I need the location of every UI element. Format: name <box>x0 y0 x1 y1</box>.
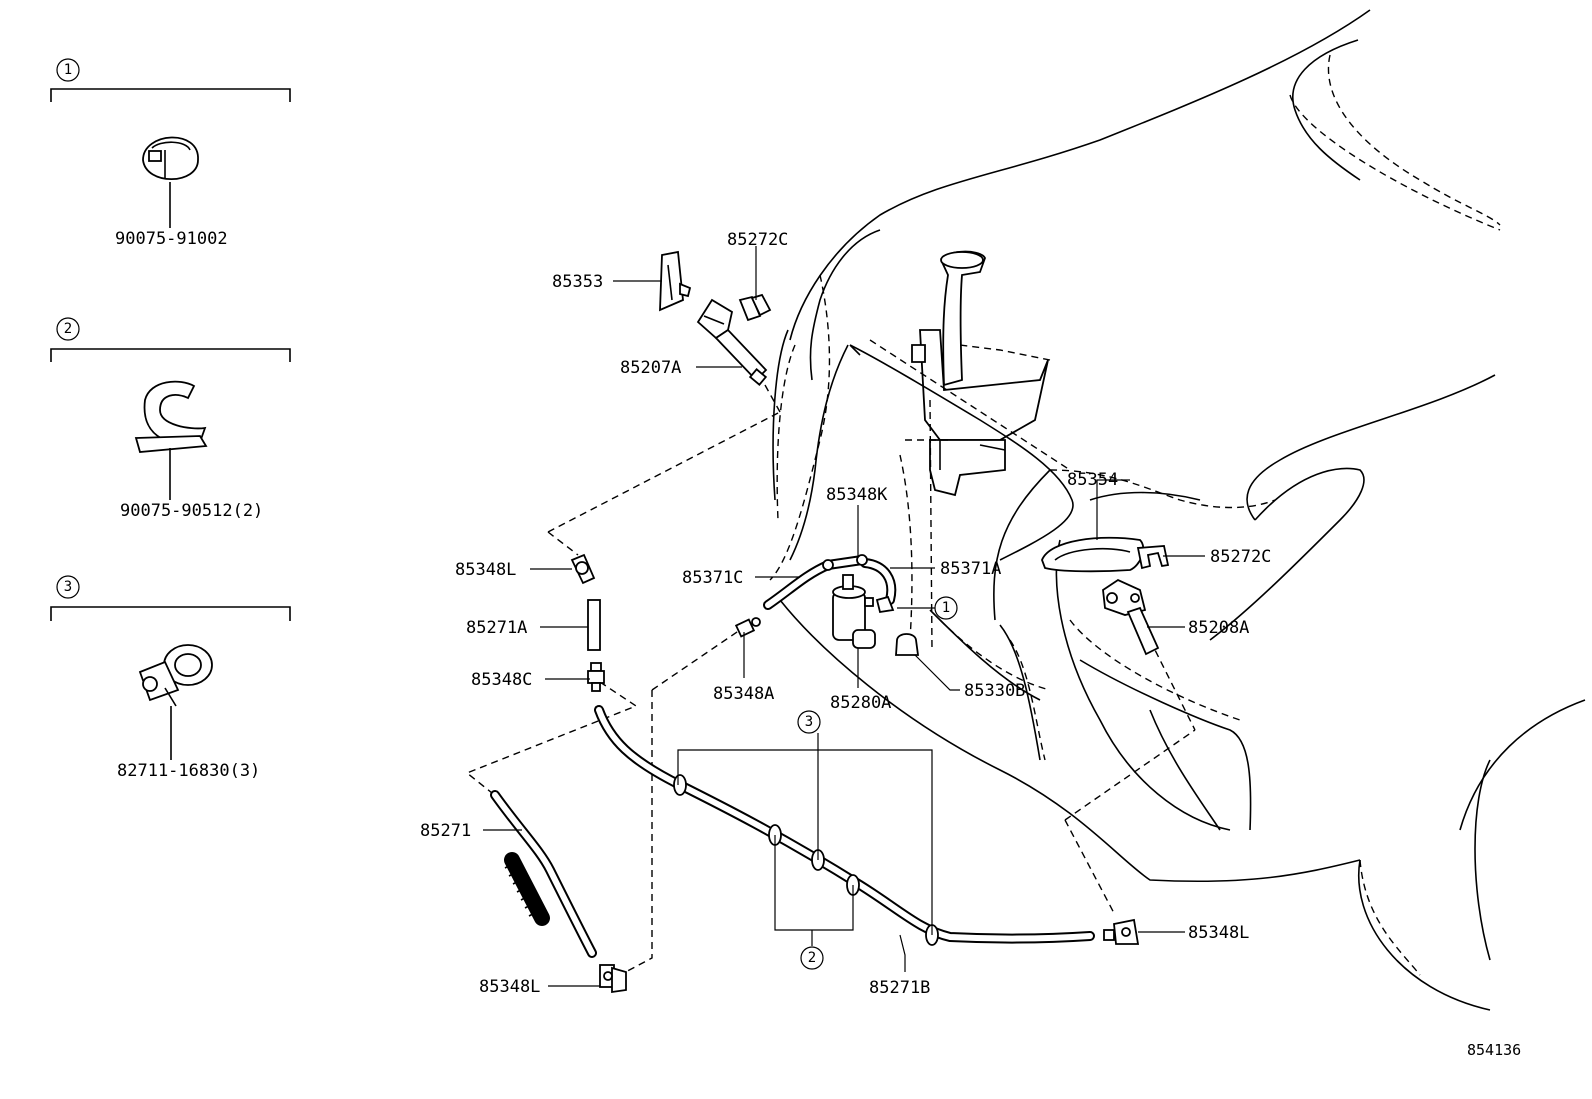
headlamp-cleaner-cover-85354 <box>1041 536 1145 573</box>
legend-group-2: 2 90075-90512(2) <box>50 317 291 521</box>
washer-pump-85280A <box>832 574 876 649</box>
label-85330B: 85330B <box>964 681 1025 701</box>
label-85354: 85354 <box>1067 470 1118 490</box>
clip-85272C-top <box>738 293 772 322</box>
routing-dashed-lines <box>465 384 1196 976</box>
pump-hose-85371C <box>763 560 833 610</box>
washer-nozzle-85208A <box>1102 578 1160 656</box>
legend-group-3-index: 3 <box>64 579 72 595</box>
connector-85348A <box>734 617 761 638</box>
connector-85348L-bottom <box>599 964 627 994</box>
headlamp-cleaner-cover-85353 <box>659 250 692 312</box>
washer-tank-icon <box>905 250 1051 497</box>
callout-ref-3-text: 3 <box>805 714 813 730</box>
callout-ref-1-text: 1 <box>942 600 950 616</box>
diagram-code: 854136 <box>1467 1041 1521 1059</box>
label-85348C: 85348C <box>471 670 532 690</box>
callout-ref-1: 1 <box>934 596 958 620</box>
legend-group-1-index: 1 <box>64 62 72 78</box>
vehicle-body-outline <box>769 9 1586 1011</box>
hose-85271B <box>594 705 1095 946</box>
corrugated-protector-icon <box>504 852 550 926</box>
label-85271A: 85271A <box>466 618 527 638</box>
grommet-85330B <box>895 633 920 656</box>
hose-85271A <box>587 599 601 651</box>
hose-clamp-a <box>673 774 687 796</box>
connector-85348C <box>587 662 605 692</box>
connector-85348L-right <box>1103 918 1140 945</box>
hose-85271 <box>490 790 597 958</box>
callout-ref-2: 2 <box>800 946 824 970</box>
label-85271B: 85271B <box>869 978 930 998</box>
label-85272C-right: 85272C <box>1210 547 1271 567</box>
pump-hose-85371A <box>860 558 897 605</box>
wrap-clip-icon <box>134 380 208 453</box>
legend-group-3-part: 82711-16830(3) <box>117 761 260 781</box>
label-85371A: 85371A <box>940 559 1001 579</box>
legend-group-1-part: 90075-91002 <box>115 229 228 249</box>
clamp-ring-icon <box>142 136 199 180</box>
hose-clamp-icon <box>138 644 213 707</box>
part-labels: 85272C 85353 85207A 85348L 85271A 85348C… <box>420 230 1271 998</box>
callout-ref-2-text: 2 <box>808 950 816 966</box>
label-85371C: 85371C <box>682 568 743 588</box>
legend-group-2-index: 2 <box>64 321 72 337</box>
leader-lines <box>483 246 1205 987</box>
label-85348K: 85348K <box>826 485 888 505</box>
washer-nozzle-85207A <box>696 298 768 386</box>
label-85348L-right: 85348L <box>1188 923 1249 943</box>
label-85348A: 85348A <box>713 684 774 704</box>
legend-group-1: 1 90075-91002 <box>50 58 291 249</box>
joint-85348K <box>822 554 868 571</box>
label-85280A: 85280A <box>830 693 891 713</box>
callout-ref-3: 3 <box>797 710 821 734</box>
label-85348L-left: 85348L <box>455 560 516 580</box>
label-85208A: 85208A <box>1188 618 1249 638</box>
clip-85272C-right <box>1136 545 1170 570</box>
label-85272C-top: 85272C <box>727 230 788 250</box>
label-85207A: 85207A <box>620 358 681 378</box>
connector-85348L-left <box>570 553 596 585</box>
grommet-small <box>875 595 895 614</box>
body-frame-lines <box>789 339 1074 651</box>
label-85348L-bottom: 85348L <box>479 977 540 997</box>
legend-group-3: 3 82711-16830(3) <box>50 575 291 781</box>
legend-group-2-part: 90075-90512(2) <box>120 501 263 521</box>
label-85271: 85271 <box>420 821 471 841</box>
label-85353: 85353 <box>552 272 603 292</box>
